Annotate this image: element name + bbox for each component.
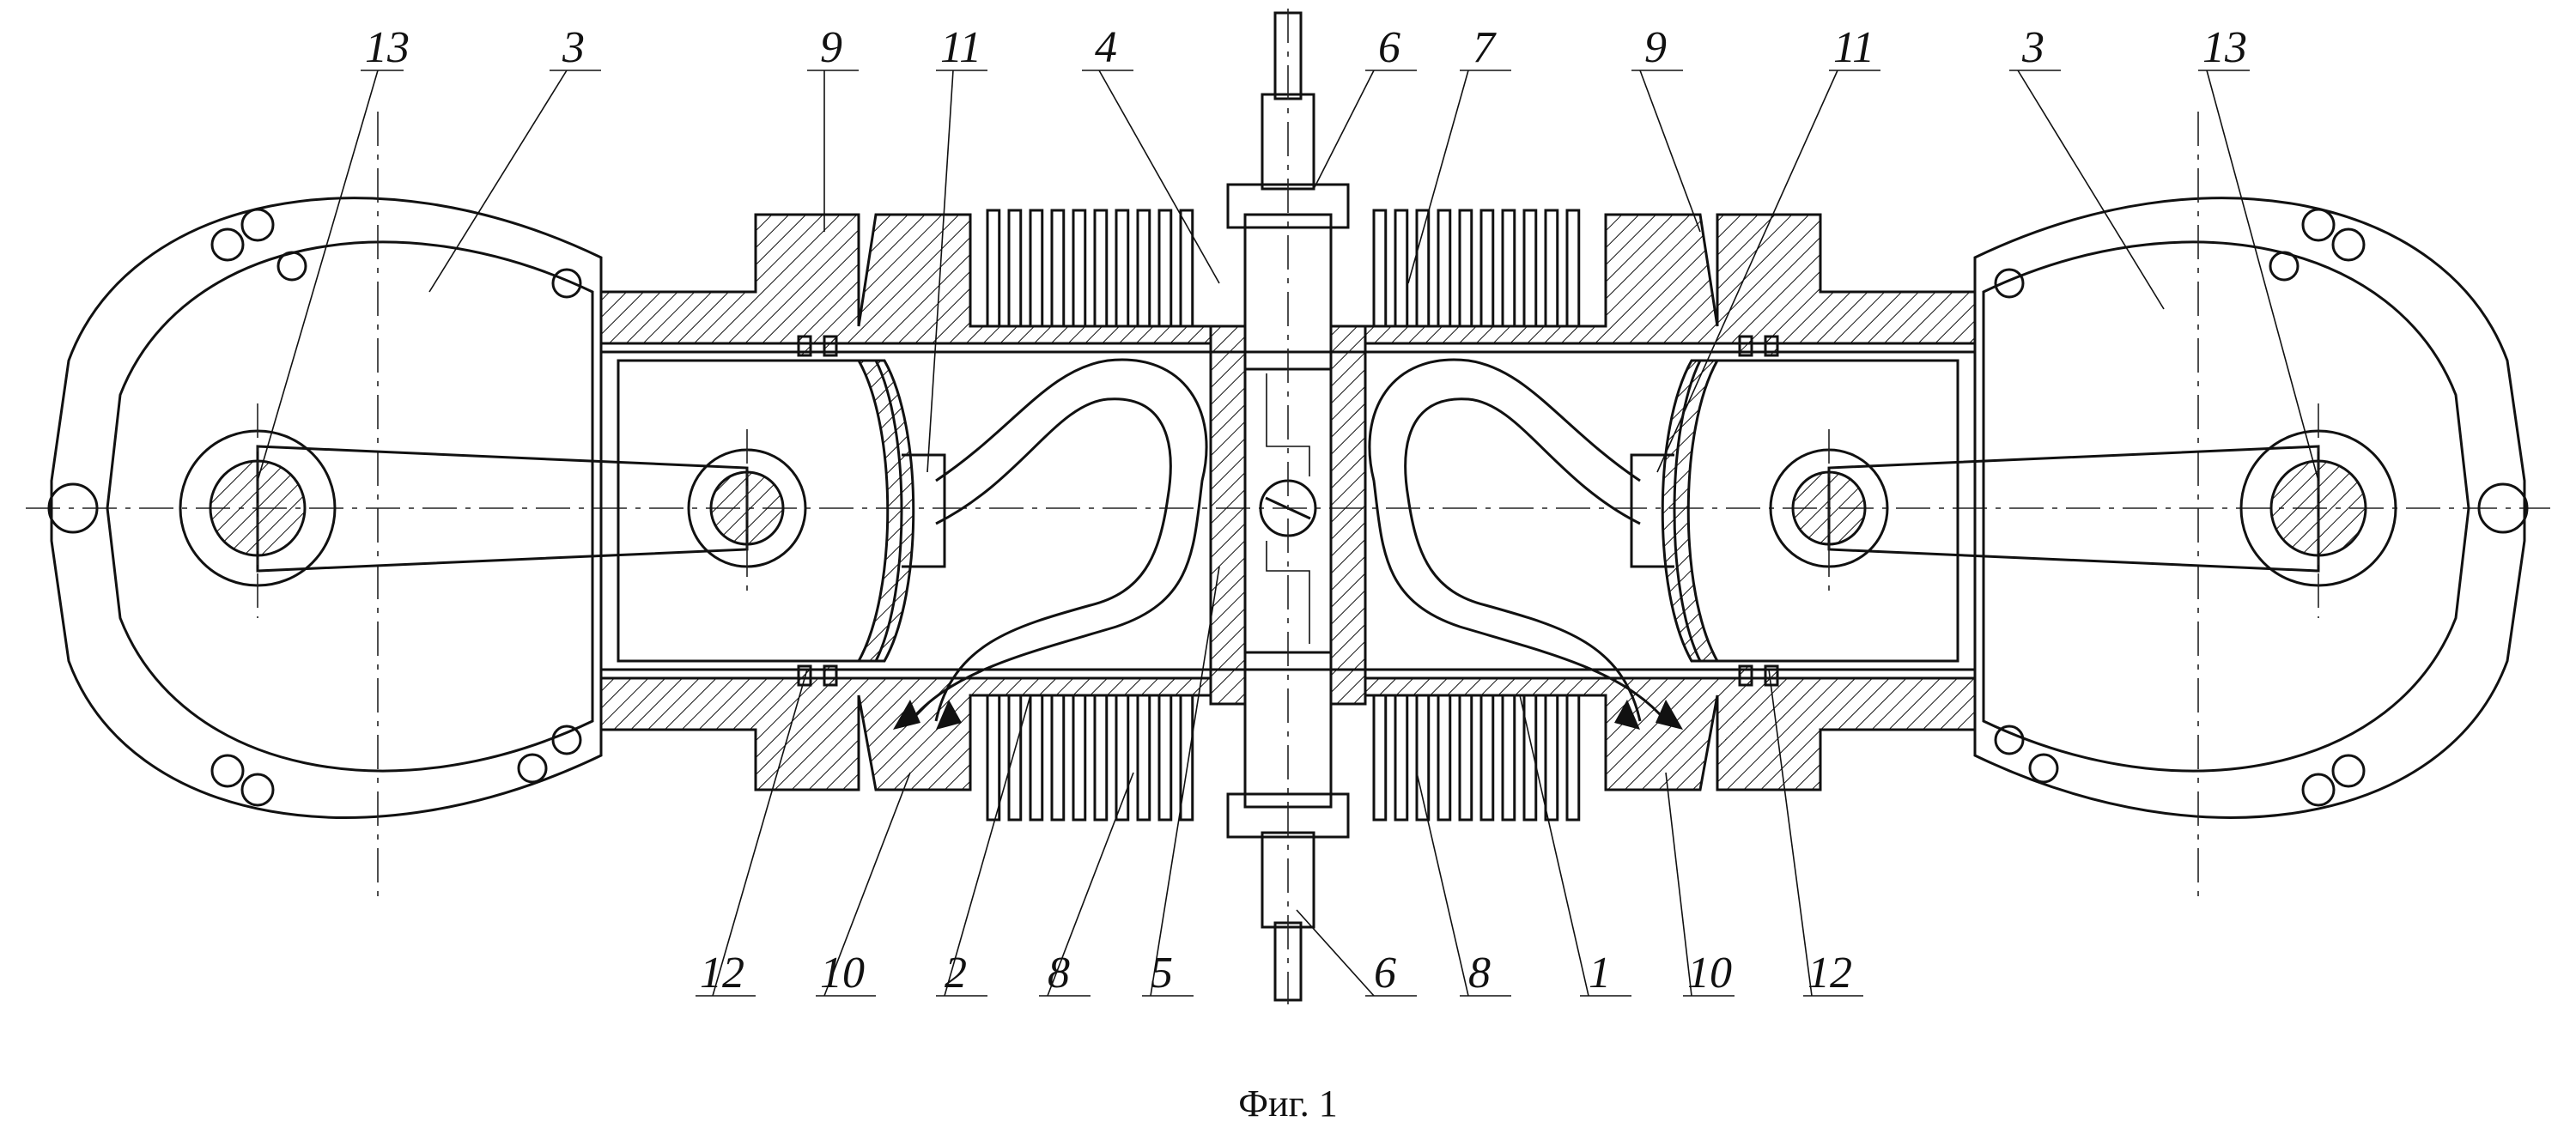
cylinder-body xyxy=(599,213,1977,791)
cooling-fin xyxy=(1458,209,1473,326)
cooling-fin xyxy=(1157,209,1173,326)
right-flow-arrow-icon-2 xyxy=(1614,700,1640,730)
bottom-leaders xyxy=(696,566,1863,997)
cooling-fin xyxy=(1479,209,1495,326)
left-flow-arrow-icon-2 xyxy=(936,700,962,730)
cooling-fin xyxy=(1437,209,1452,326)
cooling-fin xyxy=(1050,695,1066,822)
cooling-fin xyxy=(1522,209,1538,326)
central-head xyxy=(1209,9,1367,1004)
left-flow-arrow-icon xyxy=(893,700,920,730)
cooling-fin xyxy=(1522,695,1538,822)
cooling-fin xyxy=(1544,209,1559,326)
figure-caption: Фиг. 1 xyxy=(1238,1082,1337,1125)
cooling-fin xyxy=(1136,209,1151,326)
cooling-fin xyxy=(1093,209,1109,326)
label-bottom-5: 5 xyxy=(1151,949,1173,998)
label-top-6: 6 xyxy=(1378,23,1400,72)
cooling-fin xyxy=(1394,209,1409,326)
cooling-fin xyxy=(986,209,1001,326)
cooling-fin xyxy=(986,695,1001,822)
label-bottom-8: 8 xyxy=(1048,949,1070,998)
cooling-fin xyxy=(1437,695,1452,822)
left-piston xyxy=(617,335,946,687)
cooling-fin xyxy=(1179,695,1194,822)
label-top-4: 4 xyxy=(1095,23,1117,72)
cooling-fin xyxy=(1029,695,1044,822)
cooling-fin xyxy=(1501,209,1516,326)
label-top-9: 9 xyxy=(820,23,842,72)
label-bottom-10b: 10 xyxy=(1687,949,1732,998)
cooling-fin xyxy=(1093,695,1109,822)
cooling-fin xyxy=(1115,209,1130,326)
label-bottom-6: 6 xyxy=(1374,949,1396,998)
label-bottom-8b: 8 xyxy=(1468,949,1491,998)
top-leaders xyxy=(257,70,2319,482)
label-top-9b: 9 xyxy=(1644,23,1667,72)
right-piston xyxy=(1630,335,1959,687)
cooling-fin xyxy=(1372,695,1388,822)
label-top-13: 13 xyxy=(365,23,410,72)
left-flow-path-inner xyxy=(934,397,1172,722)
right-crankcase xyxy=(1769,112,2529,901)
label-bottom-12b: 12 xyxy=(1807,949,1852,998)
top-labels: 13 3 9 11 4 6 7 9 11 3 13 xyxy=(365,23,2247,72)
bottom-labels: 12 10 2 8 5 6 8 1 10 12 xyxy=(700,949,1852,998)
cooling-fin xyxy=(1072,209,1087,326)
label-top-3b: 3 xyxy=(2021,23,2044,72)
label-top-11b: 11 xyxy=(1833,23,1874,72)
cooling-fin xyxy=(1415,695,1431,822)
label-top-3: 3 xyxy=(562,23,585,72)
label-top-13b: 13 xyxy=(2202,23,2247,72)
cooling-fin xyxy=(1394,695,1409,822)
cooling-fin xyxy=(1501,695,1516,822)
right-flow-path-inner xyxy=(1404,397,1642,722)
label-top-7: 7 xyxy=(1473,23,1497,72)
left-crankcase xyxy=(47,112,807,901)
left-flow-path xyxy=(908,358,1208,722)
cooling-fin xyxy=(1029,209,1044,326)
cooling-fin xyxy=(1179,209,1194,326)
label-bottom-2: 2 xyxy=(945,949,967,998)
cooling-fin xyxy=(1007,695,1023,822)
cooling-fin xyxy=(1479,695,1495,822)
cooling-fin xyxy=(1136,695,1151,822)
label-top-11: 11 xyxy=(940,23,981,72)
cooling-fin xyxy=(1007,209,1023,326)
label-bottom-10: 10 xyxy=(820,949,865,998)
cooling-fin xyxy=(1458,695,1473,822)
cooling-fin xyxy=(1050,209,1066,326)
cooling-fin xyxy=(1072,695,1087,822)
cooling-fins-left xyxy=(986,209,1194,822)
right-flow-path xyxy=(1368,358,1668,722)
cooling-fins-right xyxy=(1372,209,1581,822)
cooling-fin xyxy=(1565,695,1581,822)
cooling-fin xyxy=(1544,695,1559,822)
right-flow-arrow-icon xyxy=(1656,700,1683,730)
label-bottom-1: 1 xyxy=(1589,949,1611,998)
cooling-fin xyxy=(1415,209,1431,326)
cooling-fin xyxy=(1115,695,1130,822)
label-bottom-12: 12 xyxy=(700,949,744,998)
cooling-fin xyxy=(1157,695,1173,822)
cooling-fin xyxy=(1565,209,1581,326)
cooling-fin xyxy=(1372,209,1388,326)
